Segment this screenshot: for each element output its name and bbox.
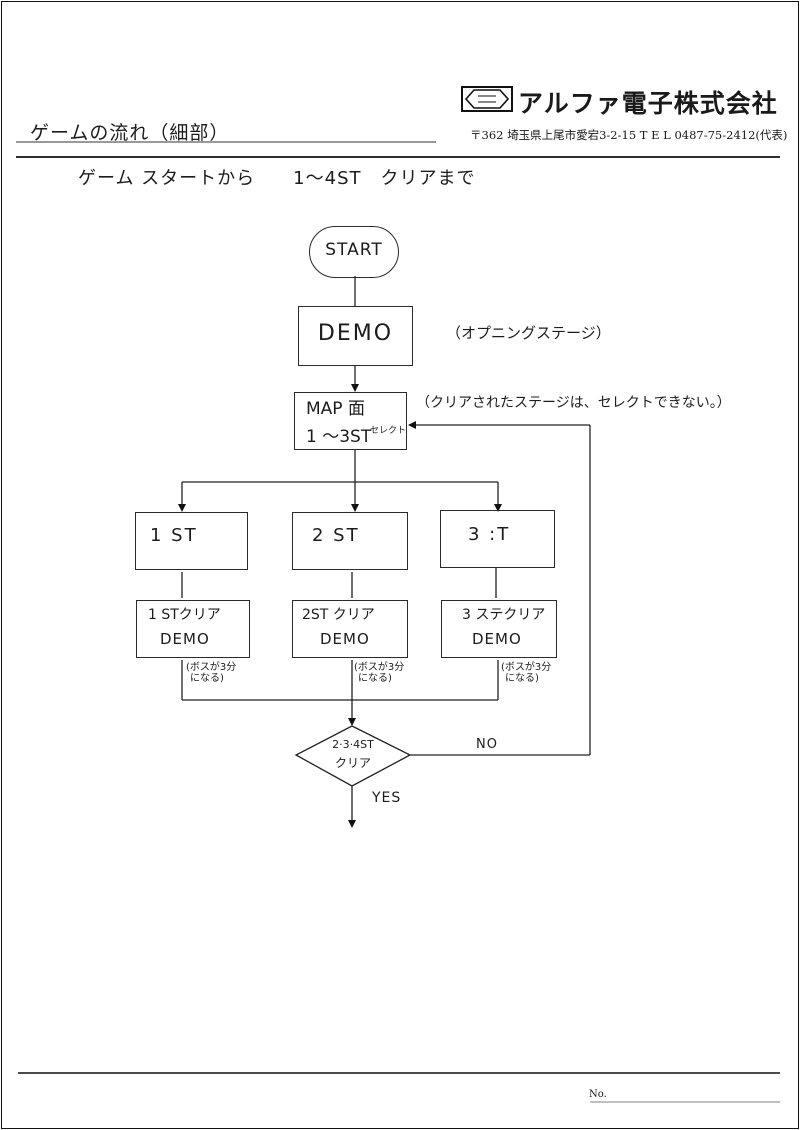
clear-2-demo: DEMO [320, 630, 370, 648]
boss-note-1-line1: (ボスが3分 [186, 662, 237, 673]
company-name: アルファ電子株式会社 [518, 89, 778, 118]
flow-subtitle: ゲーム スタートから 1〜4ST クリアまで [78, 168, 476, 189]
clear-3-title: 3 ステクリア [462, 607, 546, 623]
clear-1-box [136, 600, 250, 658]
company-address: 〒362 埼玉県上尾市愛宕3-2-15 T E L 0487-75-2412(代… [470, 128, 788, 142]
clear-2-title: 2ST クリア [302, 607, 375, 623]
stage-2-box [292, 512, 408, 570]
clear-3-box [441, 600, 557, 658]
decision-label-line1: 2·3·4ST [332, 738, 374, 751]
clear-1-demo: DEMO [160, 630, 210, 648]
boss-note-2: (ボスが3分 になる) [354, 662, 404, 684]
stage-1-label: 1 ST [150, 525, 198, 546]
boss-note-2-line2: になる) [358, 673, 392, 684]
boss-note-3-line2: になる) [505, 673, 539, 684]
stage-3-box [440, 510, 555, 568]
map-select-label: セレクト [370, 426, 407, 436]
yes-branch-label: YES [372, 790, 402, 806]
boss-note-3-line1: (ボスが3分 [501, 662, 552, 673]
stage-2-label: 2 ST [312, 525, 360, 546]
demo-note: （オプニングステージ） [446, 324, 611, 342]
no-branch-label: NO [476, 737, 498, 752]
clear-1-title: 1 STクリア [148, 607, 221, 623]
demo-label: DEMO [317, 321, 394, 346]
map-note: （クリアされたステージは、セレクトできない。） [416, 395, 731, 411]
document-title: ゲームの流れ（細部） [30, 122, 230, 144]
start-terminal [309, 226, 399, 278]
demo-box [298, 306, 413, 366]
boss-note-1: (ボスが3分 になる) [186, 662, 236, 684]
stage-3-label: 3 :T [468, 524, 511, 545]
decision-label-line2: クリア [334, 756, 371, 770]
clear-2-box [292, 600, 408, 658]
map-label: MAP 面 [306, 399, 365, 419]
footer-number-label: No. [589, 1089, 607, 1100]
clear-3-demo: DEMO [472, 630, 522, 648]
start-label: START [325, 240, 383, 260]
map-range: 1 〜3ST [306, 427, 372, 447]
boss-note-3: (ボスが3分 になる) [501, 662, 551, 684]
boss-note-1-line2: になる) [190, 673, 224, 684]
map-select-box [294, 392, 407, 450]
stage-1-box [135, 512, 248, 570]
boss-note-2-line1: (ボスが3分 [354, 662, 405, 673]
